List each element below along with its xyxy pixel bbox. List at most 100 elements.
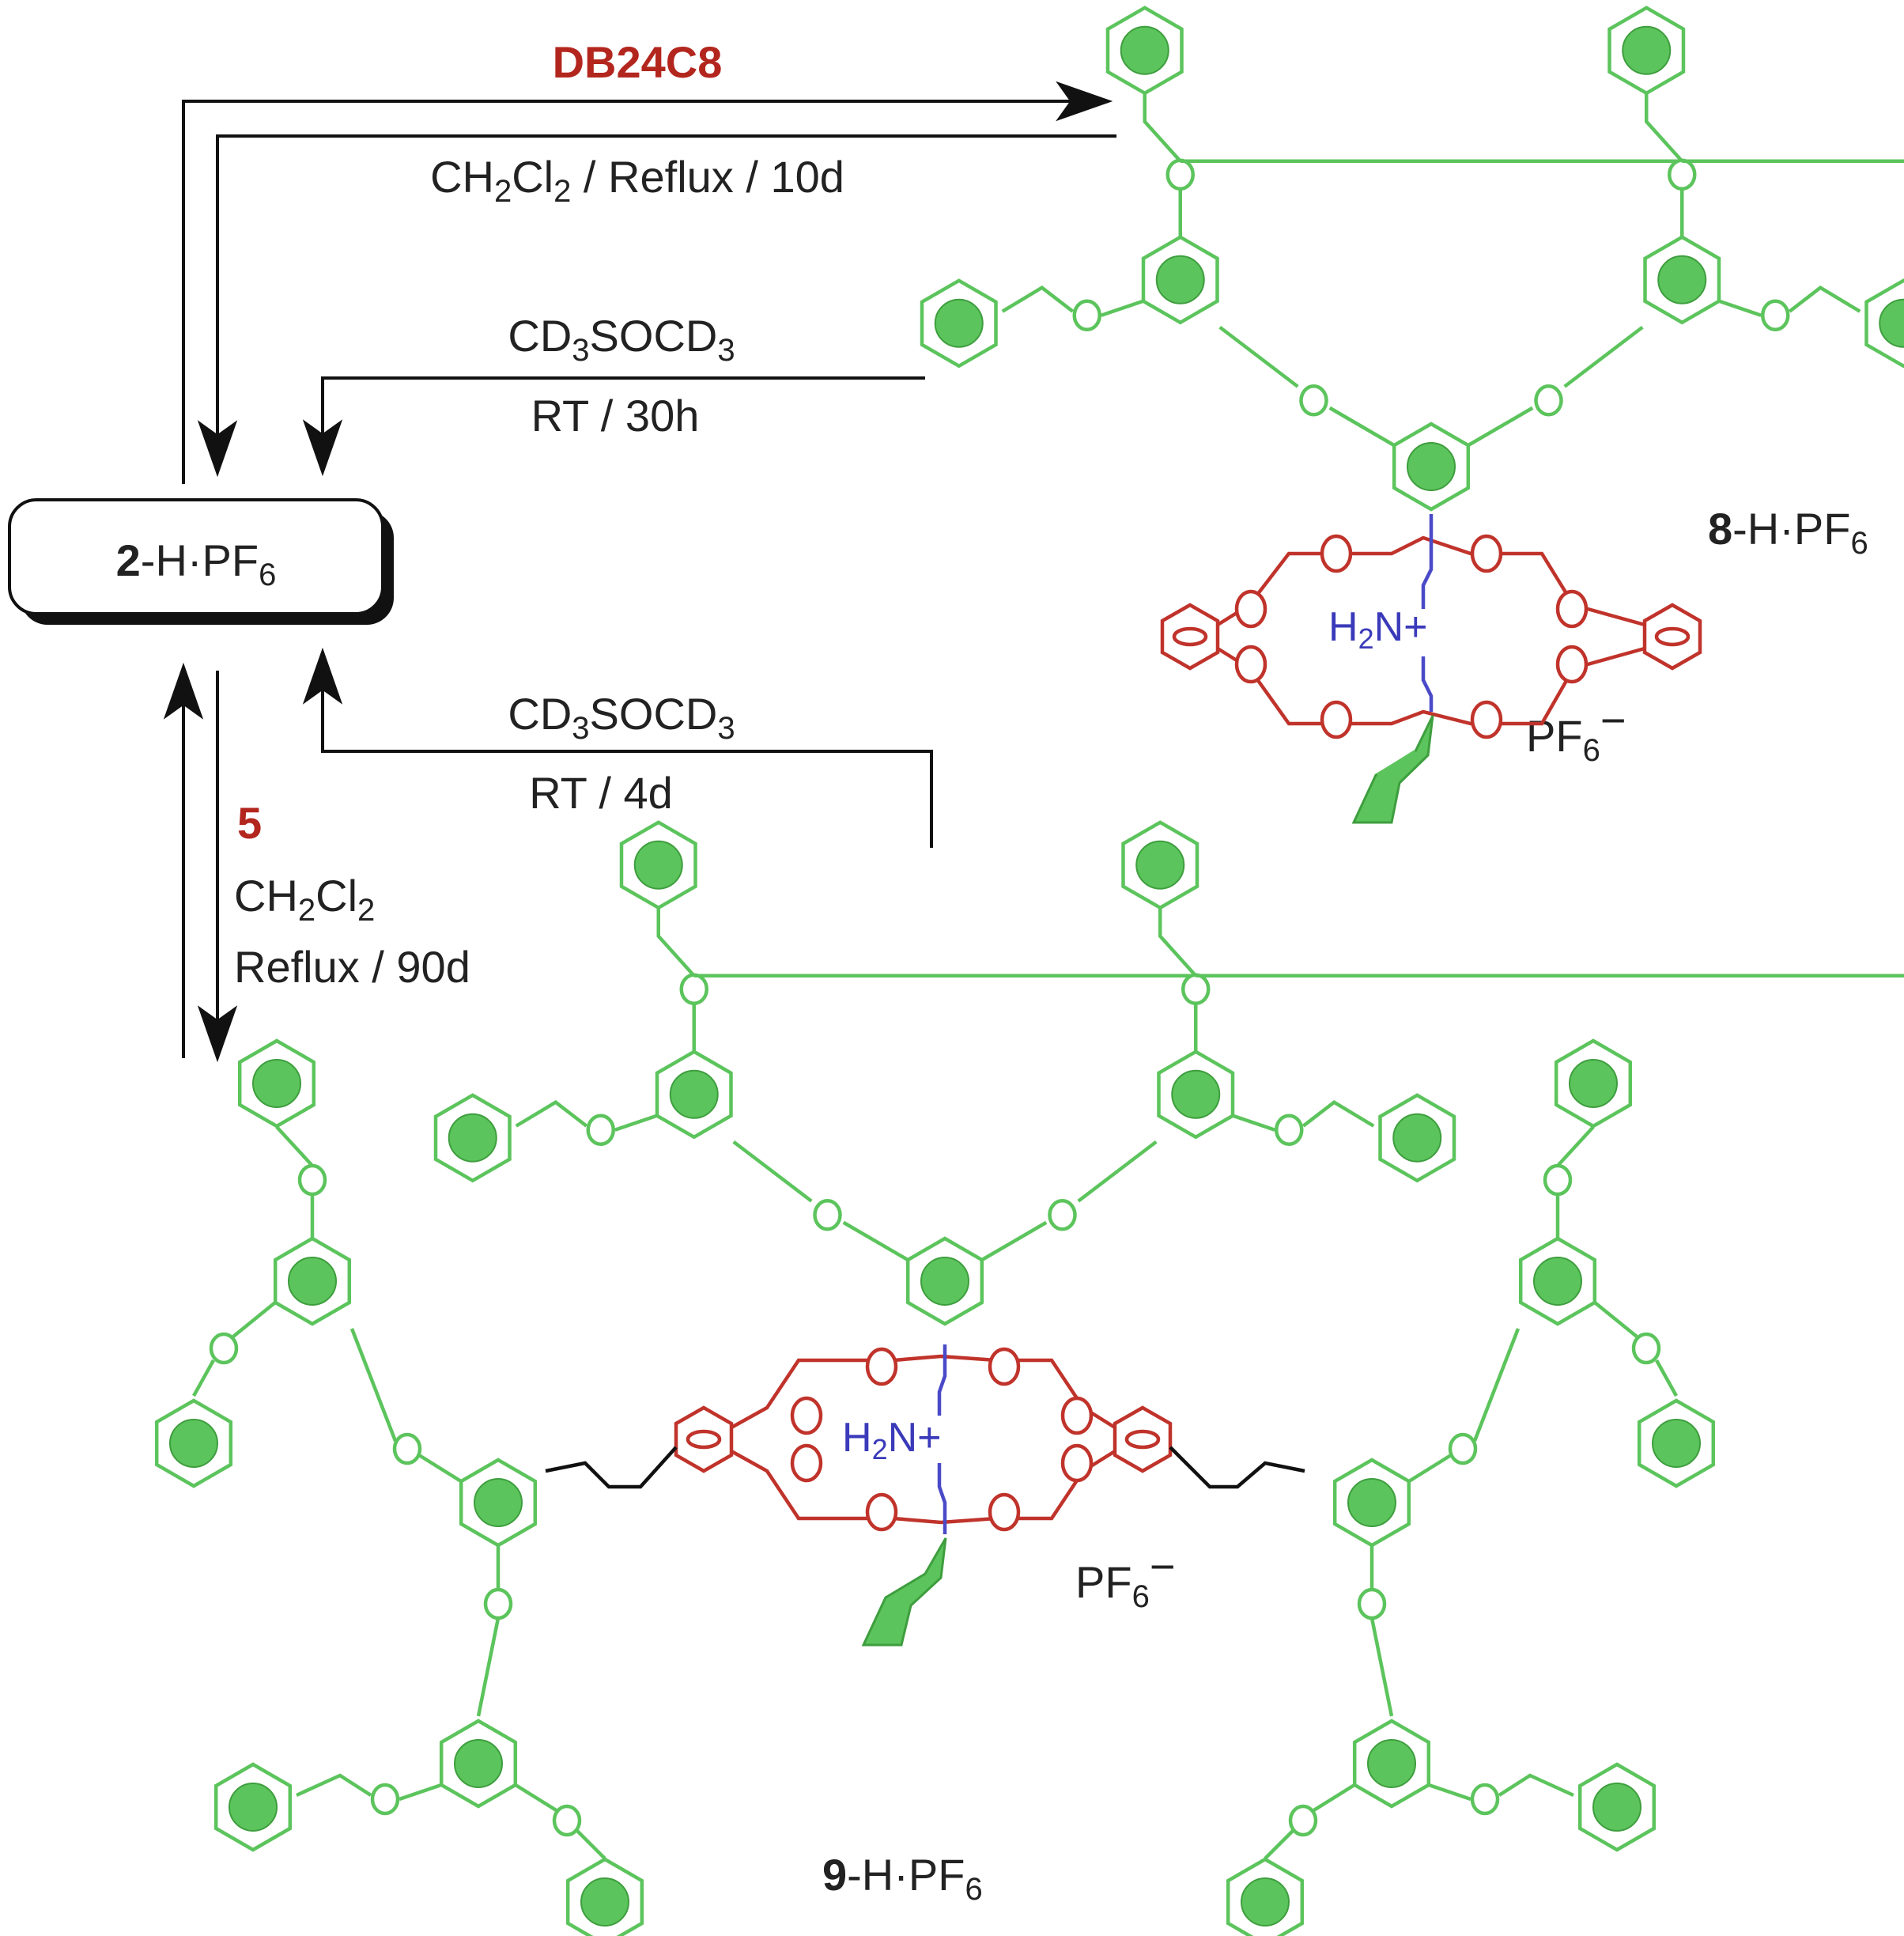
- benzene-ring: [1643, 235, 1721, 325]
- aromatic-center: [1155, 255, 1205, 304]
- compound-2-box: 2-H·PF6: [8, 498, 394, 625]
- oxygen-atom: [813, 1199, 842, 1231]
- ether-bond: [1001, 285, 1075, 313]
- oxygen-atom: [392, 1432, 422, 1465]
- aromatic-center: [934, 298, 984, 348]
- benzene-ring: [1121, 820, 1199, 910]
- aromatic-center: [580, 1877, 629, 1927]
- benzene-ring: [154, 1398, 233, 1488]
- time-left: Reflux / 90d: [234, 942, 470, 992]
- aromatic-center: [1569, 1059, 1618, 1108]
- solvent-left: CH2Cl2: [234, 871, 375, 928]
- aromatic-center: [474, 1478, 523, 1527]
- reagent-5: 5: [237, 798, 262, 848]
- benzene-ring: [920, 278, 998, 369]
- aromatic-center: [1367, 1739, 1416, 1788]
- oxygen-atom: [1668, 158, 1697, 191]
- benzene-ring: [273, 1236, 352, 1326]
- aromatic-center: [1135, 840, 1185, 890]
- aromatic-center: [1407, 442, 1456, 491]
- ether-bond: [732, 1140, 813, 1203]
- benzene-ring: [1607, 6, 1686, 96]
- ether-bond: [1369, 1617, 1394, 1717]
- ether-bond: [576, 1829, 606, 1860]
- rotaxane-8-core: H2N+: [1160, 514, 1702, 824]
- oxygen-atom: [1299, 384, 1328, 417]
- time-label-2: RT / 4d: [529, 768, 673, 818]
- oxygen-atom: [1534, 384, 1563, 417]
- oxygen-atom: [1275, 1114, 1304, 1146]
- aromatic-center: [1652, 1419, 1701, 1468]
- oxygen-atom: [483, 1587, 513, 1620]
- ether-bond: [1655, 1359, 1678, 1397]
- oxygen-atom: [1181, 973, 1211, 1005]
- oxygen-atom: [1288, 1804, 1318, 1837]
- ether-bond: [275, 1125, 314, 1167]
- aromatic-center: [169, 1419, 218, 1468]
- counterion-8: PF6−: [1526, 695, 1626, 768]
- ether-bond: [1467, 406, 1534, 447]
- benzene-ring: [1864, 278, 1904, 369]
- aromatic-center: [1622, 25, 1672, 75]
- benzene-ring: [1105, 6, 1184, 96]
- ether-bond: [1232, 1114, 1275, 1132]
- aromatic-center: [1120, 25, 1169, 75]
- aromatic-center: [1657, 255, 1707, 304]
- ether-bond: [1718, 299, 1762, 317]
- aromatic-center: [229, 1783, 278, 1832]
- ether-bond: [1158, 908, 1197, 977]
- ether-bond: [1407, 1454, 1453, 1483]
- ether-bond: [514, 1783, 559, 1813]
- oxygen-atom: [1761, 299, 1790, 331]
- dendron-wedges: [154, 6, 1904, 1936]
- aromatic-center: [252, 1059, 301, 1108]
- counterion-9: PF6−: [1075, 1541, 1176, 1614]
- ether-bond: [1428, 1783, 1471, 1802]
- benzene-ring: [213, 1762, 293, 1852]
- benzene-ring: [905, 1236, 984, 1326]
- aromatic-center: [1347, 1478, 1396, 1527]
- ether-bond: [1328, 406, 1396, 447]
- aromatic-center: [288, 1257, 337, 1306]
- ether-bond: [1556, 1125, 1595, 1167]
- ether-bond: [1264, 1829, 1294, 1860]
- benzene-ring: [1352, 1719, 1431, 1809]
- arrow-dethreading-8: [302, 376, 925, 477]
- oxygen-atom: [1448, 1432, 1478, 1465]
- oxygen-atom: [679, 973, 708, 1005]
- oxygen-atom: [1165, 158, 1195, 191]
- oxygen-atom: [297, 1163, 327, 1197]
- ammonium-label-9: H2N+: [842, 1415, 942, 1465]
- ether-bond: [476, 1617, 501, 1717]
- ether-bond: [1301, 1100, 1375, 1128]
- benzene-ring: [1226, 1857, 1305, 1936]
- oxygen-atom: [209, 1332, 239, 1365]
- oxygen-atom: [1072, 299, 1101, 331]
- ether-bond: [1788, 285, 1861, 313]
- ether-bond: [614, 1114, 658, 1132]
- oxygen-atom: [1357, 1587, 1387, 1620]
- benzene-ring: [1577, 1762, 1657, 1852]
- ether-bond: [1645, 93, 1683, 163]
- aromatic-center: [920, 1257, 969, 1306]
- benzene-ring: [1392, 422, 1471, 512]
- aromatic-center: [1171, 1069, 1221, 1119]
- benzene-ring: [439, 1719, 518, 1809]
- ether-bond: [656, 908, 696, 977]
- benzene-ring: [1157, 1049, 1235, 1140]
- arrow-forward-db24c8: [182, 81, 1116, 484]
- benzene-ring: [1637, 1398, 1716, 1488]
- ether-bond: [1101, 299, 1144, 317]
- benzene-ring: [237, 1038, 316, 1129]
- benzene-ring: [1554, 1038, 1633, 1129]
- ether-bond: [192, 1359, 215, 1397]
- ether-bond: [1593, 1301, 1638, 1338]
- aromatic-center: [1592, 1783, 1641, 1832]
- ether-bond: [1498, 1773, 1574, 1798]
- reagent-db24c8: DB24C8: [553, 37, 723, 87]
- aromatic-center: [1879, 298, 1904, 348]
- benzene-ring: [433, 1093, 512, 1183]
- oxygen-atom: [586, 1114, 615, 1146]
- ether-bond: [1218, 325, 1299, 388]
